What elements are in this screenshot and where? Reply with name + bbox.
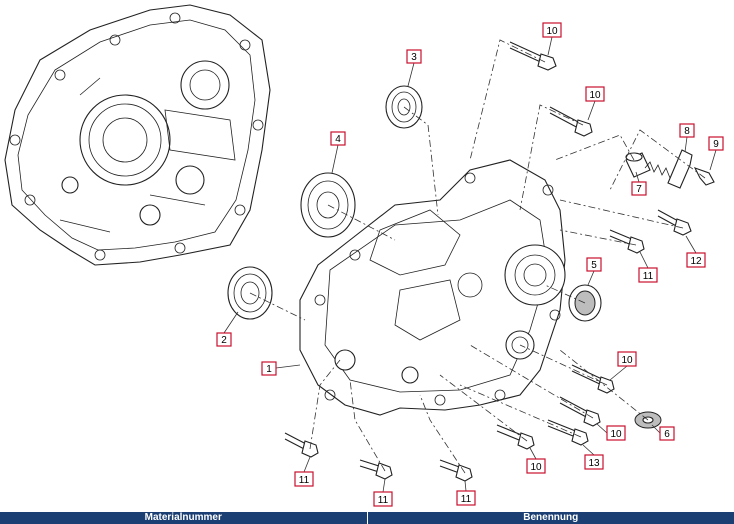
svg-text:3: 3: [411, 52, 417, 63]
svg-text:10: 10: [546, 26, 558, 37]
svg-text:13: 13: [588, 458, 600, 469]
callout-11-bottom-left: 11: [294, 456, 314, 487]
svg-text:11: 11: [643, 271, 654, 282]
callout-11-bottom-right: 11: [456, 480, 476, 506]
crankcase-half-main: [299, 159, 566, 416]
callout-3: 3: [406, 49, 422, 87]
svg-text:5: 5: [591, 260, 597, 271]
callout-8: 8: [679, 123, 695, 153]
svg-text:11: 11: [378, 495, 389, 506]
svg-text:10: 10: [589, 90, 601, 101]
column-header-name[interactable]: Benennung: [366, 512, 734, 524]
callout-4: 4: [330, 131, 346, 174]
svg-text:1: 1: [266, 364, 272, 375]
svg-text:11: 11: [461, 494, 472, 505]
callout-6: 6: [651, 424, 675, 441]
parts-table-header: Materialnummer Benennung: [0, 512, 734, 524]
svg-text:12: 12: [690, 256, 702, 267]
bolt-9: [693, 167, 715, 186]
svg-text:4: 4: [335, 134, 341, 145]
callout-10-top: 10: [542, 22, 562, 56]
svg-text:11: 11: [299, 475, 310, 486]
leader-lines: [249, 39, 706, 474]
callout-7: 7: [631, 171, 647, 196]
pin-7: [625, 152, 651, 178]
svg-text:10: 10: [621, 355, 633, 366]
callout-1: 1: [261, 361, 301, 376]
svg-text:9: 9: [713, 139, 719, 150]
callout-10-bottom: 10: [526, 447, 546, 474]
column-header-material-number[interactable]: Materialnummer: [144, 512, 222, 523]
svg-text:10: 10: [610, 429, 622, 440]
callout-5: 5: [586, 257, 602, 286]
callout-12: 12: [685, 235, 706, 268]
callout-13: 13: [582, 444, 604, 470]
crankcase-half-reference: [4, 4, 271, 266]
bracket-8: [667, 149, 693, 189]
oil-seal-5: [568, 284, 602, 322]
callout-10-mid: 10: [585, 86, 605, 121]
callout-11-right: 11: [638, 251, 658, 283]
svg-text:10: 10: [530, 462, 542, 473]
callout-9: 9: [708, 136, 724, 171]
spring: [644, 161, 671, 179]
svg-text:6: 6: [664, 429, 670, 440]
svg-text:7: 7: [636, 184, 642, 195]
callout-10-right: 10: [609, 351, 637, 381]
crankcase-exploded-diagram: 1 2 3 4 5 6 7 8 9 10 10 10 10 10 11 11 1…: [4, 4, 724, 507]
svg-text:2: 2: [221, 335, 227, 346]
callout-2: 2: [216, 311, 239, 347]
svg-text:8: 8: [684, 126, 690, 137]
callout-11-bottom-mid: 11: [373, 478, 393, 507]
callout-10-lower: 10: [596, 423, 626, 441]
